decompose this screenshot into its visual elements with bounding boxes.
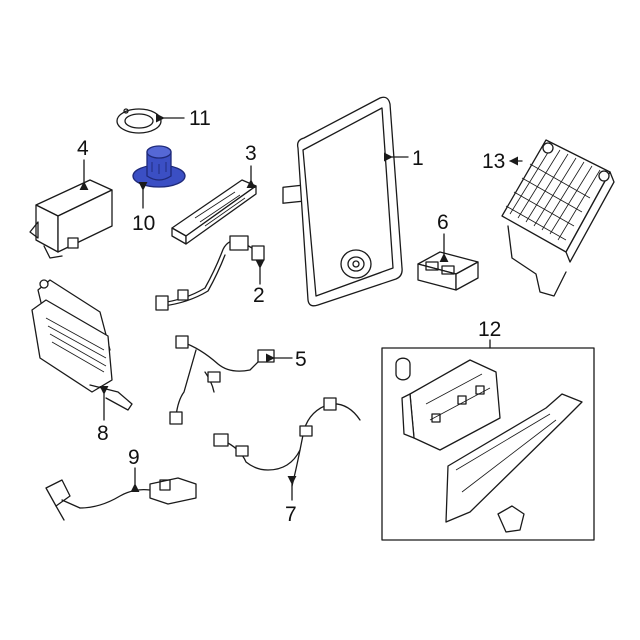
callout-3: 3 [245,142,257,165]
callout-4: 4 [77,137,89,160]
callout-10: 10 [132,212,155,235]
part-3-module-strip [171,179,257,245]
callout-2: 2 [253,284,265,307]
callout-13: 13 [482,150,505,173]
part-1-display-screen [282,96,403,307]
part-9-cable [45,477,197,521]
part-2-harness [155,235,265,311]
part-4-module-box [29,179,113,259]
part-10-knob-highlighted [132,145,186,188]
callout-8: 8 [97,422,109,445]
callout-7: 7 [285,503,297,526]
part-12-assembly-box [381,347,595,541]
callout-11: 11 [189,107,211,130]
part-6-switch [417,251,479,291]
callout-5: 5 [295,348,307,371]
callout-12: 12 [478,318,501,341]
part-13-mesh-module [501,139,615,297]
callout-9: 9 [128,446,140,469]
part-7-harness [213,397,361,487]
callout-6: 6 [437,211,449,234]
callout-1: 1 [412,147,424,170]
part-11-ring [116,108,162,134]
part-8-bracket-module [31,279,133,411]
part-5-harness [169,335,275,425]
leader-lines [79,113,523,501]
